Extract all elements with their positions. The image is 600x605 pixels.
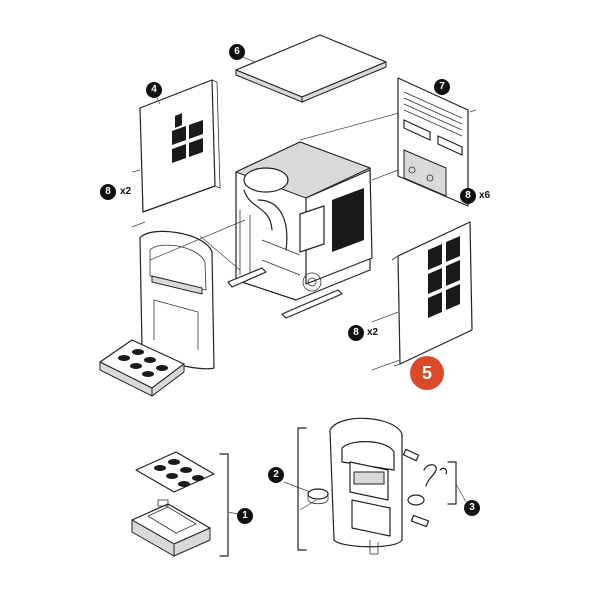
drip-tray-assembly bbox=[131, 451, 239, 557]
main-chassis bbox=[199, 109, 411, 319]
callout-1: 1 bbox=[237, 508, 253, 524]
callout-6: 6 bbox=[229, 44, 245, 60]
front-panel-assembly bbox=[283, 417, 467, 555]
right-side-panel bbox=[371, 197, 473, 371]
rear-panel bbox=[371, 77, 477, 207]
top-lid bbox=[235, 34, 387, 103]
callout-8-bottom: 8 bbox=[348, 325, 364, 341]
callout-3: 3 bbox=[464, 500, 480, 516]
callout-8-right: 8 bbox=[460, 188, 476, 204]
callout-2: 2 bbox=[268, 467, 284, 483]
callout-8-right-qty: x6 bbox=[479, 190, 491, 201]
left-side-panel bbox=[131, 79, 221, 228]
callout-8-bottom-qty: x2 bbox=[367, 327, 379, 338]
callout-8-left-qty: x2 bbox=[120, 186, 132, 197]
callout-7: 7 bbox=[434, 79, 450, 95]
front-panel bbox=[139, 219, 246, 370]
callout-8-left: 8 bbox=[100, 184, 116, 200]
callout-4: 4 bbox=[146, 82, 162, 98]
drip-tray bbox=[99, 339, 185, 397]
callout-5-highlight: 5 bbox=[410, 356, 444, 390]
